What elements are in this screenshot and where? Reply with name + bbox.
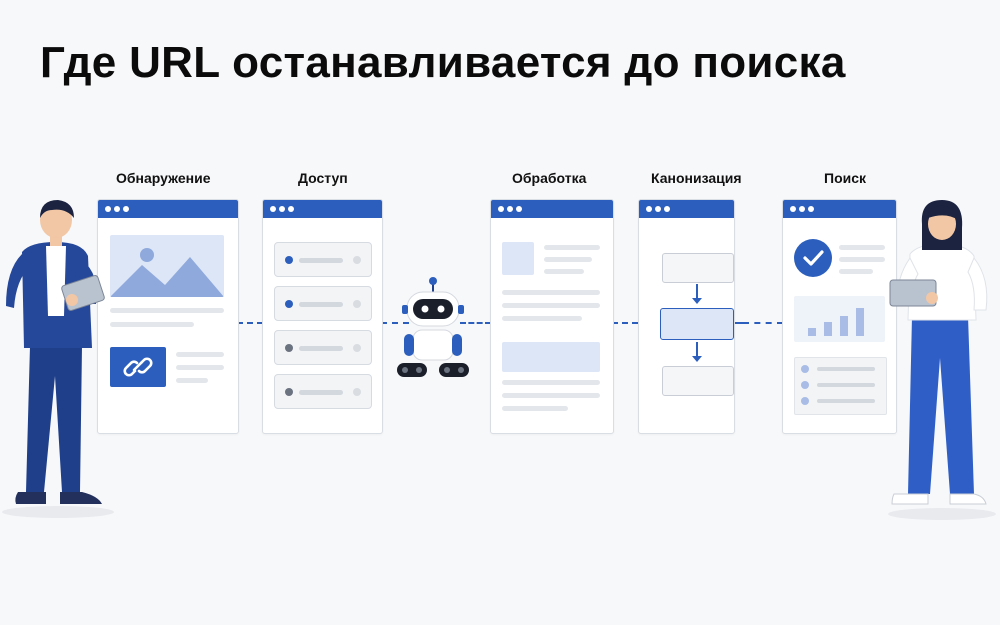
text-line [502,406,568,411]
text-line [544,257,592,262]
flow-box [662,366,734,396]
text-line [839,257,885,262]
window-titlebar [783,200,896,218]
stage-label-canonicalization: Канонизация [651,170,742,186]
search-window [782,199,897,434]
text-line [839,269,873,274]
discovery-window [97,199,239,434]
canonicalization-window [638,199,735,434]
connector-line [733,322,743,324]
text-line [176,352,224,357]
connector-line [381,322,409,324]
connector-line [743,322,783,324]
window-titlebar [98,200,238,218]
list-item [274,286,372,321]
text-line [839,245,885,250]
stage-label-discovery: Обнаружение [116,170,211,186]
person-with-tablet-illustration [0,196,120,522]
window-titlebar [491,200,613,218]
image-placeholder-icon [502,242,534,275]
page-title: Где URL останавливается до поиска [40,38,846,87]
text-line [502,303,600,308]
image-placeholder-icon [110,235,224,297]
window-titlebar [263,200,382,218]
connector-line [460,322,491,324]
stage-label-processing: Обработка [512,170,587,186]
text-line [176,365,224,370]
link-icon [110,347,166,387]
list-item [274,242,372,277]
list-item [274,374,372,409]
window-titlebar [639,200,734,218]
connector-line [237,322,263,324]
flow-box [662,253,734,283]
text-line [110,308,224,313]
text-line [110,322,194,327]
robot-crawler-icon [393,276,473,386]
text-line [502,393,600,398]
access-window [262,199,383,434]
arrow-down-icon [692,284,702,304]
content-block [502,342,600,372]
arrow-down-icon [692,342,702,362]
text-line [544,269,584,274]
text-line [502,316,582,321]
checkmark-icon [794,239,832,277]
connector-line [612,322,638,324]
stage-label-search: Поиск [824,170,867,186]
bar-chart-icon [794,296,885,342]
text-line [544,245,600,250]
list-item [274,330,372,365]
processing-window [490,199,614,434]
text-line [502,290,600,295]
results-list [794,357,887,415]
flow-box-canonical [660,308,734,340]
text-line [176,378,208,383]
person-with-tablet-illustration [882,198,1000,522]
text-line [502,380,600,385]
stage-label-access: Доступ [298,170,348,186]
